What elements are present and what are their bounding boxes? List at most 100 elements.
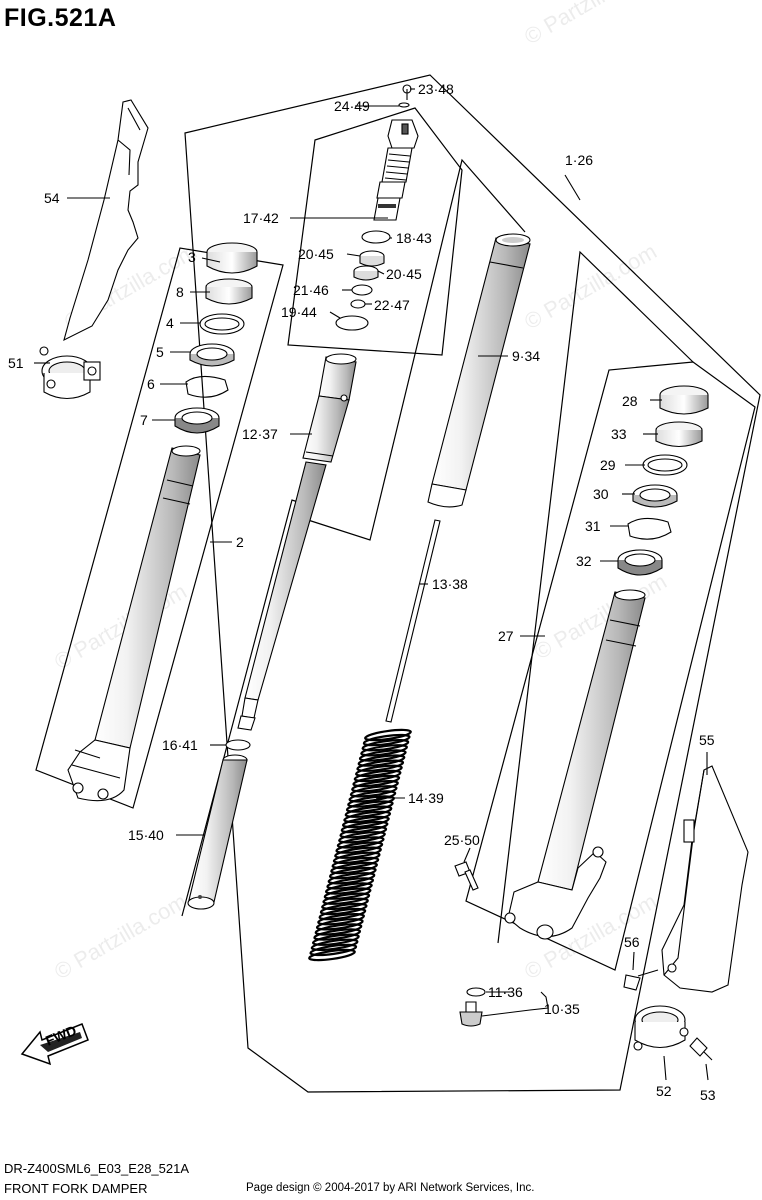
callout-52: 52 <box>656 1083 672 1099</box>
figure-title: FIG.521A <box>4 4 117 32</box>
callout-3: 3 <box>188 249 196 265</box>
spring-coil <box>362 733 411 747</box>
callout-18: 18·43 <box>396 230 432 246</box>
spring-coil <box>340 820 389 834</box>
spring-coil <box>355 764 403 777</box>
callout-30: 30 <box>593 486 609 502</box>
part-3-bushing <box>206 242 258 274</box>
spring-coil <box>309 943 358 957</box>
part-14-fork-spring <box>308 728 412 962</box>
callout-32: 32 <box>576 553 592 569</box>
callout-21: 21·46 <box>293 282 329 298</box>
callout-2: 2 <box>236 534 244 550</box>
callout-10: 10·35 <box>544 1001 580 1017</box>
callout-8: 8 <box>176 284 184 300</box>
part-6-stopper-ring <box>185 375 229 398</box>
callout-19: 19·44 <box>281 304 317 320</box>
callout-22: 22·47 <box>374 297 410 313</box>
callout-23: 23·48 <box>418 81 454 97</box>
callout-27: 27 <box>498 628 514 644</box>
center-cut-right <box>307 158 526 541</box>
spring-coil <box>326 877 375 890</box>
outer-frame-line <box>497 250 694 944</box>
spring-coil <box>353 769 402 783</box>
part-12-damper-rod <box>237 353 357 731</box>
spring-coil <box>313 928 362 941</box>
part-25-bolt <box>454 861 479 891</box>
callout-20-lower: 20·45 <box>386 266 422 282</box>
callout-53: 53 <box>700 1087 716 1103</box>
spring-coil <box>342 815 390 829</box>
part-10-air-bleed-bolt <box>459 1001 483 1027</box>
spring-coil <box>361 739 410 752</box>
part-55-fork-guard <box>661 765 749 993</box>
spring-coil <box>357 754 406 767</box>
callout-55: 55 <box>699 732 715 748</box>
part-13-rod <box>385 519 441 723</box>
outer-fork-outline <box>465 361 756 971</box>
part-19-oring <box>335 315 369 331</box>
callout-16: 16·41 <box>162 737 198 753</box>
model-code: DR-Z400SML6_E03_E28_521A <box>4 1161 190 1176</box>
part-24-oring <box>398 102 410 108</box>
callout-9: 9·34 <box>512 348 540 364</box>
spring-coil <box>327 872 376 885</box>
part-16-oring <box>225 739 251 751</box>
part-7-dust-seal <box>174 407 220 434</box>
callout-54: 54 <box>44 190 60 206</box>
cartridge-top-outline <box>287 107 463 356</box>
spring-coil <box>352 774 401 788</box>
part-56-bolt <box>623 969 659 991</box>
spring-coil <box>330 861 378 875</box>
callout-12: 12·37 <box>242 426 278 442</box>
part-11-gasket <box>466 987 486 997</box>
callout-24: 24·49 <box>334 98 370 114</box>
part-4-washer <box>199 313 245 335</box>
spring-coil <box>314 923 363 936</box>
spring-coil <box>322 892 371 905</box>
part-53-bolt <box>689 1037 713 1061</box>
spring-coil <box>323 887 372 900</box>
part-29-washer <box>642 454 688 476</box>
spring-coil <box>317 913 365 926</box>
part-51-clamp <box>39 346 101 400</box>
part-33-bushing <box>655 421 703 448</box>
spring-coil <box>339 826 388 839</box>
spring-coil <box>319 902 368 916</box>
spring-coil <box>345 800 394 813</box>
callout-51: 51 <box>8 355 24 371</box>
spring-coil <box>336 836 385 849</box>
part-22-washer <box>350 299 366 309</box>
main-assembly-border <box>184 74 761 1093</box>
watermark-text: © Partzilla.com <box>520 0 661 49</box>
part-32-dust-seal <box>617 549 663 576</box>
spring-coil <box>325 882 373 895</box>
part-18-oring <box>361 230 391 244</box>
part-52-clamp <box>633 1005 689 1051</box>
part-5-oil-seal <box>189 343 235 367</box>
part-9-cylinder <box>427 233 531 508</box>
callout-20-upper: 20·45 <box>298 246 334 262</box>
spring-coil <box>312 933 360 946</box>
callout-4: 4 <box>166 315 174 331</box>
spring-coil <box>356 759 405 772</box>
spring-coil <box>343 810 392 824</box>
callout-29: 29 <box>600 457 616 473</box>
assembly-outlines <box>35 74 761 1093</box>
spring-coil <box>349 785 398 798</box>
callout-28: 28 <box>622 393 638 409</box>
callout-33: 33 <box>611 426 627 442</box>
spring-coil <box>315 918 364 931</box>
callout-56: 56 <box>624 934 640 950</box>
part-20-piston-upper <box>359 250 385 267</box>
spring-coil <box>358 749 407 762</box>
spring-coil <box>308 948 356 962</box>
part-31-stopper-ring <box>627 517 672 540</box>
spring-coil <box>344 805 393 818</box>
part-2-inner-tube <box>67 445 201 802</box>
callout-5: 5 <box>156 344 164 360</box>
right-fork-seal-stack <box>617 385 709 576</box>
spring-coil <box>332 851 381 864</box>
part-28-bushing <box>659 385 709 415</box>
